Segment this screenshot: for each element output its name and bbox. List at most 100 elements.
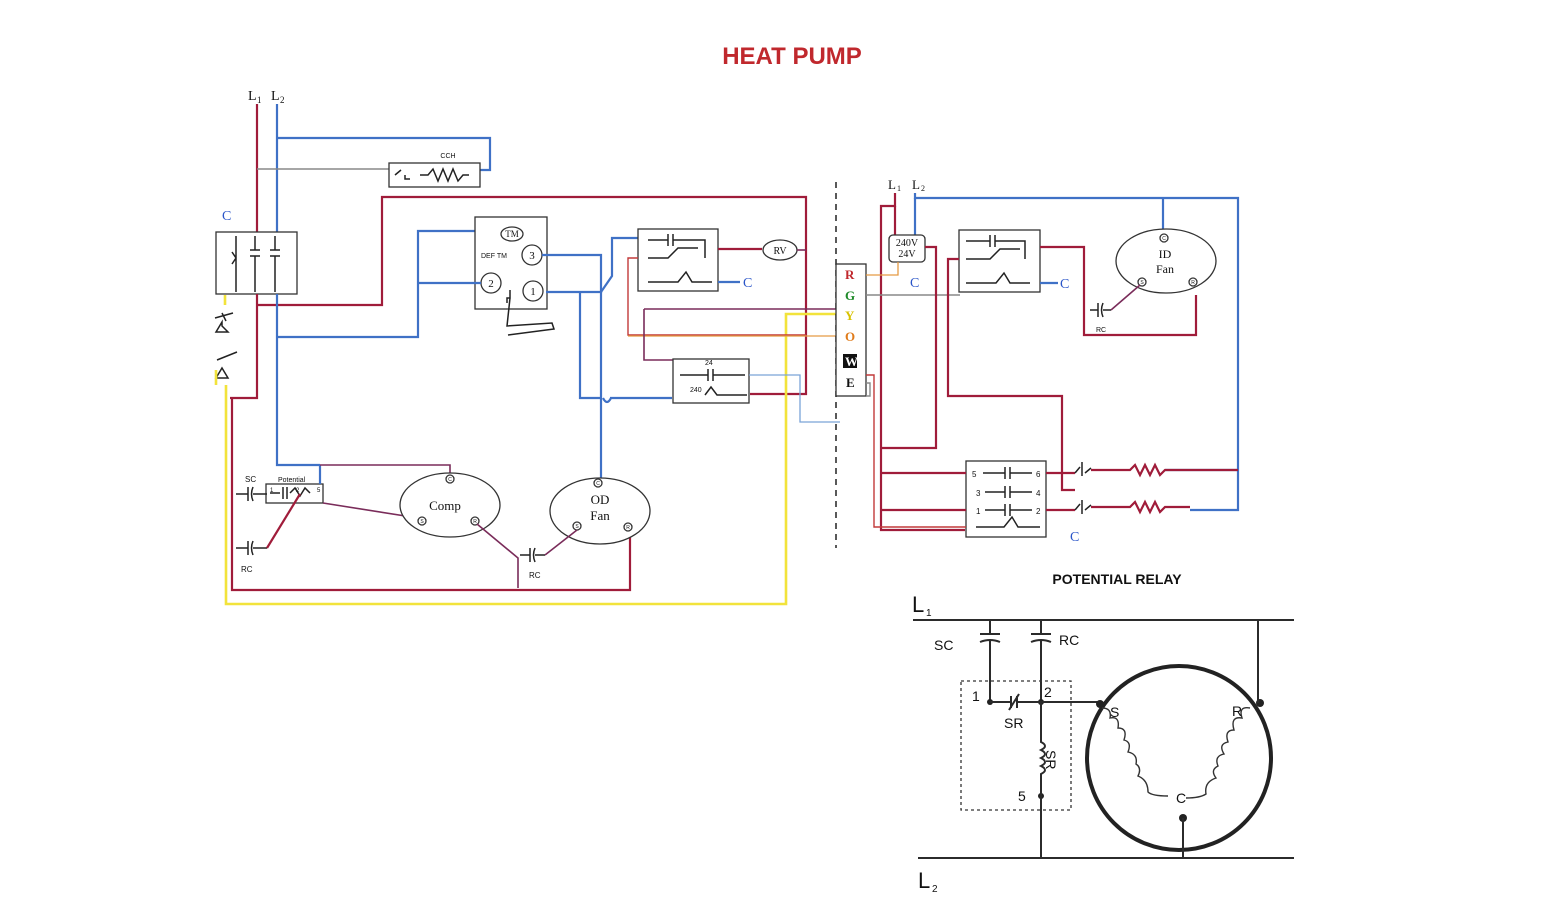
outdoor-rc-bottom-label: RC xyxy=(529,571,541,580)
compressor-c-terminal xyxy=(445,474,455,484)
red-bottom-loop xyxy=(230,398,632,592)
pr-motor-circle xyxy=(1085,664,1273,852)
contactor xyxy=(215,231,298,295)
indoor-fan-c-label: C xyxy=(1162,236,1166,242)
def-to-relay-wire xyxy=(600,236,640,293)
terminal-w-background xyxy=(843,354,857,368)
heater-limit-switch-1 xyxy=(1074,462,1092,476)
rc-to-potential-wire xyxy=(266,493,301,549)
outdoor-fan-label-line1: OD xyxy=(591,492,610,507)
r-orange-wire xyxy=(866,262,899,276)
outdoor-l1-label: L xyxy=(248,89,257,104)
sequencer-pin6: 6 xyxy=(1036,470,1041,479)
cch-supply-wire xyxy=(277,136,492,172)
pr-pin1-label: 1 xyxy=(972,688,980,704)
high-pressure-switch xyxy=(214,312,234,333)
terminal-r: R xyxy=(845,267,855,282)
heater-element-2 xyxy=(1091,499,1190,515)
terminal-block xyxy=(835,263,867,397)
pr-sc-label: SC xyxy=(934,637,953,653)
pr-start-capacitor xyxy=(979,620,1001,702)
indoor-fan-r-label: R xyxy=(1191,280,1195,286)
sequencer-pin1: 1 xyxy=(976,507,981,516)
defrost-terminal-3-label: 3 xyxy=(529,250,535,262)
outdoor-fan-r-terminal xyxy=(623,522,633,532)
blue-to-xfmr xyxy=(578,292,672,400)
pr-motor-s-label: S xyxy=(1110,704,1119,720)
indoor-fan-label-line2: Fan xyxy=(1156,262,1174,276)
defrost-terminal-1-label: 1 xyxy=(530,286,536,298)
outdoor-unit: L 1 L 2 CCH C TM DEF TM 3 xyxy=(214,89,840,606)
compressor-r-terminal xyxy=(470,516,480,526)
heater-limit-switch-2 xyxy=(1074,500,1092,514)
potential-relay-detail: POTENTIAL RELAY L 1 L 2 SC RC 1 2 5 SR S… xyxy=(912,571,1294,895)
sequencer-pin5: 5 xyxy=(972,470,977,479)
purple-g-wire xyxy=(643,308,840,361)
indoor-transformer xyxy=(888,234,926,263)
outdoor-fan-c-terminal xyxy=(593,478,603,488)
odfan-s-wire xyxy=(544,529,578,556)
indoor-l2-label: L xyxy=(912,177,920,192)
outdoor-potential-pin5: 5 xyxy=(317,488,321,494)
pr-rc-label: RC xyxy=(1059,632,1079,648)
pr-motor-s-dot xyxy=(1096,700,1104,708)
contactor-contacts xyxy=(231,236,280,292)
outdoor-fan-run-capacitor xyxy=(520,547,545,563)
outdoor-transformer-windings xyxy=(680,369,747,396)
heater-element-1 xyxy=(1091,462,1238,478)
w-e-jumper xyxy=(866,382,871,397)
contactor-c-label: C xyxy=(222,209,231,224)
indoor-fan-s-terminal xyxy=(1137,277,1147,287)
switch-yellow-wires xyxy=(214,295,227,385)
pr-relay-housing xyxy=(960,680,1072,811)
low-pressure-switch xyxy=(214,351,238,379)
defrost-relay-contacts xyxy=(648,234,712,283)
cch-heater-element xyxy=(394,167,469,183)
outdoor-rc-left-label: RC xyxy=(241,565,253,574)
outdoor-l1-subscript: 1 xyxy=(257,95,262,105)
terminal-w: W xyxy=(845,354,858,369)
indoor-l2-wire xyxy=(913,193,1240,512)
indoor-l2-subscript: 2 xyxy=(921,184,925,193)
indoor-l1-subscript: 1 xyxy=(897,184,901,193)
defrost-tm-motor xyxy=(500,226,524,242)
xfmr-lblue-wire xyxy=(749,374,840,423)
pr-l1-label: L xyxy=(912,592,924,617)
wire-crossover xyxy=(602,397,612,404)
indoor-l1-label: L xyxy=(888,177,896,192)
contactor-red-down xyxy=(230,294,259,400)
pr-sr-contact xyxy=(990,693,1100,711)
pr-motor-c-label: C xyxy=(1176,790,1186,806)
outdoor-transformer-24-label: 24 xyxy=(705,360,713,367)
indoor-unit: L 1 L 2 240V 24V C C ID Fan C S R xyxy=(866,177,1240,545)
outdoor-fan-c-label: C xyxy=(596,481,600,487)
outdoor-run-capacitor xyxy=(236,540,267,556)
defrost-thermostat-bulb xyxy=(506,290,555,336)
outdoor-fan-s-label: S xyxy=(575,524,579,530)
indoor-blower-relay-contacts xyxy=(966,235,1030,284)
sequencer-pin4: 4 xyxy=(1036,489,1041,498)
terminal-g: G xyxy=(845,288,855,303)
pr-sr-coil-label: SR xyxy=(1043,750,1059,769)
sequencer-pin3: 3 xyxy=(976,489,981,498)
idfan-s-wire xyxy=(1110,284,1141,311)
indoor-fan-label-line1: ID xyxy=(1159,247,1172,261)
outdoor-sc-label: SC xyxy=(245,475,256,484)
pr-motor-windings xyxy=(1101,707,1251,799)
pr-pin2-label: 2 xyxy=(1044,684,1052,700)
indoor-transformer-240v-label: 240V xyxy=(896,238,919,249)
potential-relay-title: POTENTIAL RELAY xyxy=(1052,571,1182,587)
sequencer-c-label: C xyxy=(1070,530,1079,545)
sequencer-pin2: 2 xyxy=(1036,507,1041,516)
pr-sr-coil xyxy=(1038,702,1046,858)
sequencer-contacts xyxy=(976,467,1040,528)
pr-run-capacitor xyxy=(1030,620,1052,702)
indoor-relay-c-label: C xyxy=(1060,277,1069,292)
o-wire-red xyxy=(627,257,806,336)
compressor-s-label: S xyxy=(420,519,424,525)
indoor-transformer-24v-label: 24V xyxy=(898,249,916,260)
yellow-y-wire xyxy=(224,312,840,606)
indoor-l1-wire xyxy=(879,193,965,532)
outdoor-red-loop xyxy=(257,195,808,396)
xfmr-to-seq-wire xyxy=(880,245,938,450)
